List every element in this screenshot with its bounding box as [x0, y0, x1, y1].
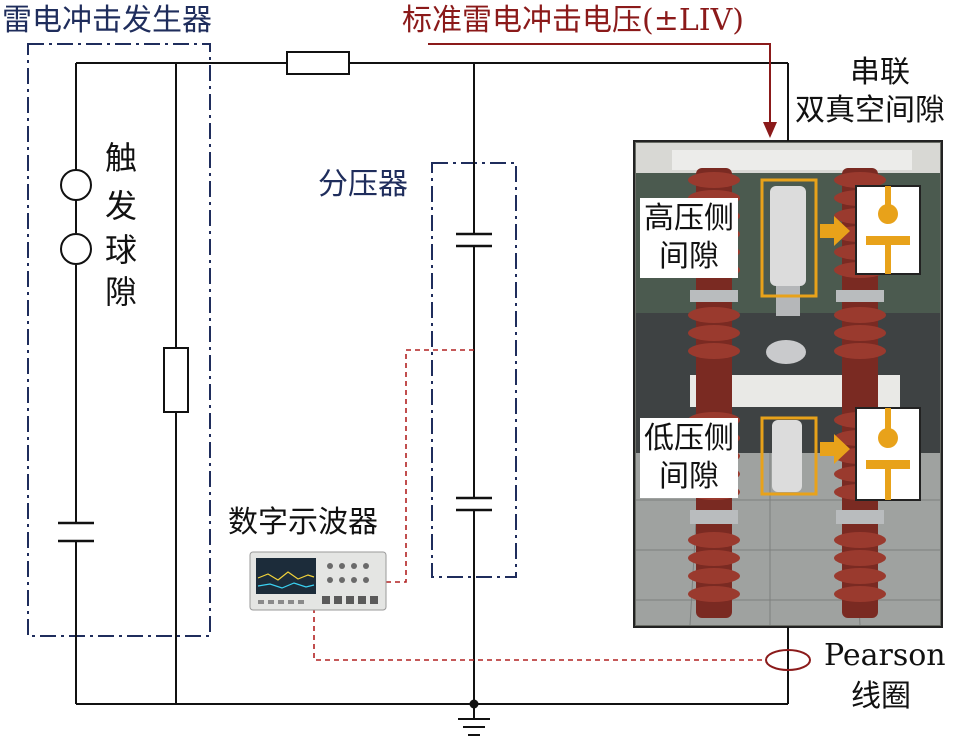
divider-label: 分压器	[318, 167, 408, 202]
series-gap-label-line1: 串联	[850, 55, 910, 90]
hv-gap-label: 高压侧 间隙	[640, 198, 738, 278]
trigger-sphere-lower	[60, 233, 92, 265]
divider-capacitor-high	[456, 232, 492, 248]
generator-label: 雷电冲击发生器	[2, 3, 212, 38]
divider-capacitor-low	[456, 496, 492, 512]
signal-cables	[313, 349, 766, 661]
lv-gap-label: 低压侧 间隙	[640, 418, 738, 498]
oscilloscope-label: 数字示波器	[228, 505, 378, 540]
trigger-gap-char-3: 球	[105, 231, 138, 269]
wave-tail-resistor	[163, 347, 189, 413]
vacuum-gap-icon	[855, 185, 921, 275]
main-wiring	[75, 62, 789, 718]
lv-gap-label-line1: 低压侧	[644, 421, 734, 456]
series-gap-label-line2: 双真空间隙	[795, 93, 945, 128]
arrow-right-icon	[820, 216, 850, 246]
standard-voltage-label: 标准雷电冲击电压(±LIV)	[402, 3, 744, 38]
pearson-coil	[765, 649, 811, 671]
trigger-sphere-upper	[60, 169, 92, 201]
pearson-label-line2: 线圈	[851, 679, 911, 714]
trigger-gap-char-1: 触	[105, 139, 138, 177]
arrow-right-icon	[820, 434, 850, 464]
generator-box	[27, 43, 211, 637]
vacuum-gap-icon	[855, 407, 921, 501]
junction-dot	[469, 699, 479, 709]
trigger-gap-char-2: 发	[105, 187, 138, 225]
series-resistor	[286, 51, 350, 75]
generator-capacitor	[58, 521, 94, 543]
hv-gap-label-line1: 高压侧	[644, 201, 734, 236]
hv-gap-label-line2: 间隙	[659, 239, 719, 274]
ground-icon	[458, 718, 490, 736]
trigger-gap-char-4: 隙	[105, 273, 138, 311]
arrow-down-icon	[428, 43, 777, 138]
lv-gap-label-line2: 间隙	[659, 459, 719, 494]
pearson-label-line1: Pearson	[824, 638, 946, 673]
oscilloscope	[249, 551, 387, 611]
